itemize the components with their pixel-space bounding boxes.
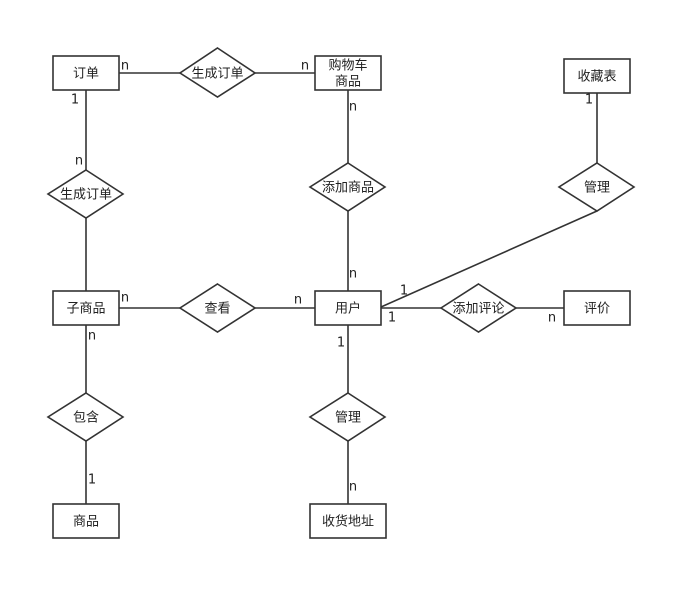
cardinality-product-top: 1 xyxy=(88,473,96,488)
entity-favorites[interactable]: 收藏表 xyxy=(563,58,631,94)
entity-product[interactable]: 商品 xyxy=(52,503,120,539)
cardinality-fav-bottom: 1 xyxy=(585,93,593,108)
entity-cart-label-line1: 购物车 xyxy=(328,58,367,74)
edge-manage-user xyxy=(380,210,598,308)
cardinality-user-bottom: 1 xyxy=(337,336,345,351)
cardinality-user-left: n xyxy=(294,293,302,308)
entity-cart-product[interactable]: 购物车 商品 xyxy=(314,55,382,91)
entity-address-label: 收货地址 xyxy=(322,514,374,530)
entity-user-label: 用户 xyxy=(335,301,361,317)
entity-product-label: 商品 xyxy=(73,515,99,530)
relationship-contains[interactable]: 包含 xyxy=(46,392,125,442)
cardinality-review-left: n xyxy=(548,311,556,326)
entity-address[interactable]: 收货地址 xyxy=(309,503,387,539)
relationship-generate-order-top[interactable]: 生成订单 xyxy=(178,47,257,98)
entity-review-label: 评价 xyxy=(584,302,610,317)
entity-sub-product-label: 子商品 xyxy=(66,302,105,317)
cardinality-order-bottom: 1 xyxy=(71,93,79,108)
relationship-manage-favorites-label: 管理 xyxy=(584,181,610,196)
cardinality-user-top: n xyxy=(349,267,357,282)
relationship-view-label: 查看 xyxy=(204,301,230,317)
relationship-generate-order-top-label: 生成订单 xyxy=(191,67,243,82)
relationship-add-product[interactable]: 添加商品 xyxy=(308,162,387,212)
relationship-add-review[interactable]: 添加评论 xyxy=(439,283,518,333)
relationship-generate-order-left[interactable]: 生成订单 xyxy=(46,169,125,219)
relationship-add-product-label: 添加商品 xyxy=(322,181,374,196)
cardinality-address-top: n xyxy=(349,480,357,495)
cardinality-sub-top: n xyxy=(75,154,83,169)
cardinality-order-right: n xyxy=(121,59,129,74)
relationship-contains-label: 包含 xyxy=(73,410,99,426)
entity-user[interactable]: 用户 xyxy=(314,290,382,326)
relationship-add-review-label: 添加评论 xyxy=(452,302,504,317)
entity-order-label: 订单 xyxy=(73,67,99,82)
relationship-view[interactable]: 查看 xyxy=(178,283,257,333)
relationship-generate-order-left-label: 生成订单 xyxy=(60,188,112,203)
relationship-manage-address[interactable]: 管理 xyxy=(308,392,387,442)
entity-favorites-label: 收藏表 xyxy=(577,70,616,85)
cardinality-sub-bottom: n xyxy=(88,329,96,344)
cardinality-user-diag: 1 xyxy=(400,284,408,299)
cardinality-cart-bottom: n xyxy=(349,100,357,115)
entity-sub-product[interactable]: 子商品 xyxy=(52,290,120,326)
entity-cart-label-line2: 商品 xyxy=(335,75,361,90)
entity-order[interactable]: 订单 xyxy=(52,55,120,91)
cardinality-sub-right: n xyxy=(121,291,129,306)
entity-review[interactable]: 评价 xyxy=(563,290,631,326)
cardinality-cart-left: n xyxy=(301,59,309,74)
relationship-manage-favorites[interactable]: 管理 xyxy=(557,162,636,212)
cardinality-user-right: 1 xyxy=(388,311,396,326)
relationship-manage-address-label: 管理 xyxy=(335,411,361,426)
